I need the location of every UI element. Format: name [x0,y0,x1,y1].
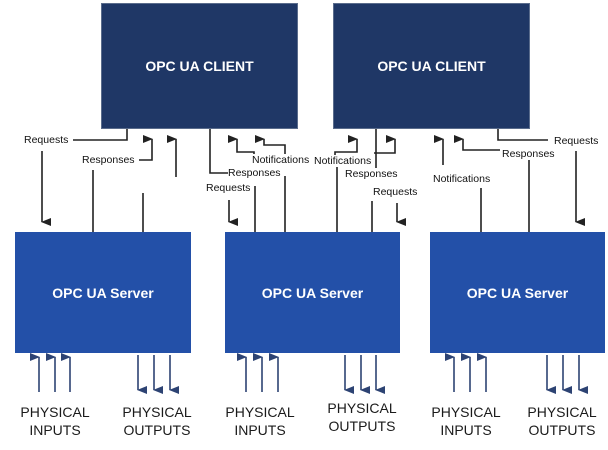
label-responses: Responses [82,154,135,166]
wire-c1-s2-responses-src [209,127,228,174]
label-responses: Responses [228,167,281,179]
client-1-label: OPC UA CLIENT [145,58,254,74]
label-responses: Responses [345,168,398,180]
opc-ua-server-2: OPC UA Server [225,232,400,353]
opc-ua-server-3: OPC UA Server [430,232,605,353]
opc-ua-server-1: OPC UA Server [15,232,191,353]
label-notifications: Notifications [314,155,372,167]
server-2-label: OPC UA Server [261,284,364,301]
wire-s2-c2-notifications [334,135,358,232]
server-1-label: OPC UA Server [52,284,154,301]
label-responses: Responses [502,148,555,160]
client-2-label: OPC UA CLIENT [377,58,486,74]
wire-s1-c1-responses-up [139,135,153,161]
label-notifications: Notifications [433,173,491,185]
label-requests: Requests [24,134,69,146]
label-requests: Requests [554,135,599,147]
label-requests: Requests [373,186,418,198]
label-requests: Requests [206,182,251,194]
opc-ua-client-2: OPC UA CLIENT [333,3,530,129]
server-3-label: OPC UA Server [466,284,569,301]
wire-c1-up-notifications [255,135,286,154]
wire-c2-s3-requests [497,127,548,141]
opc-ua-client-1: OPC UA CLIENT [101,3,298,129]
wire-s2-c2-responses-up [374,135,396,154]
wire-c1-s1-requests [73,127,128,141]
label-notifications: Notifications [252,154,310,166]
wire-s3-c2-responses-up [454,135,500,151]
